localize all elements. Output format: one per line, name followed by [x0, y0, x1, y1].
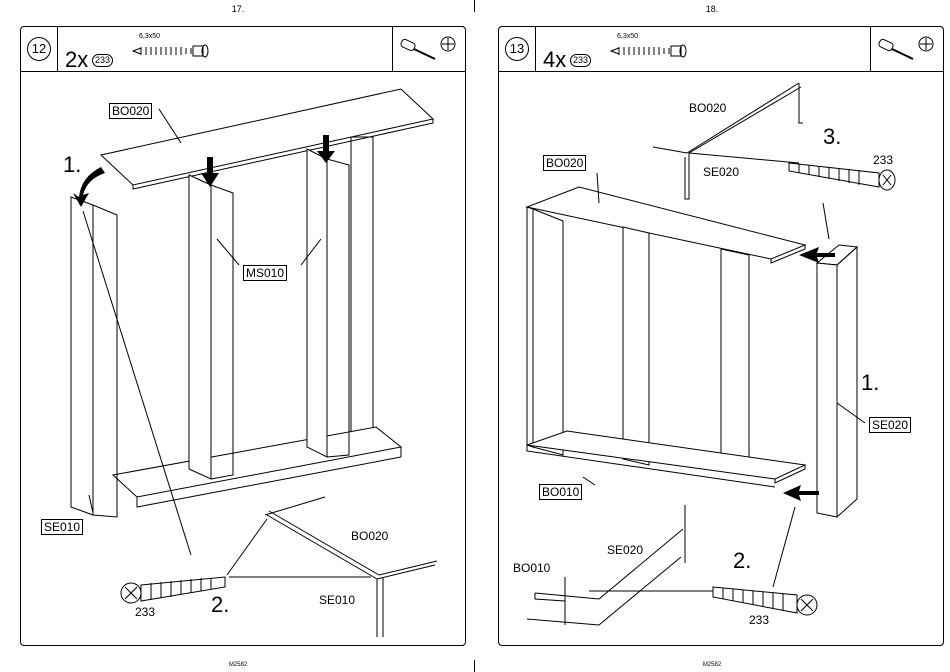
base-board-shape	[527, 431, 805, 479]
label-side-panel: SE020	[869, 417, 911, 433]
label-top-detail-screw: 233	[873, 153, 893, 167]
label-top-detail-side: SE020	[703, 165, 739, 179]
divider-right-shape	[721, 249, 749, 475]
label-detail-screw: 233	[135, 605, 155, 619]
trim-mark-bottom	[474, 660, 475, 672]
trim-mark-top	[474, 0, 475, 12]
divider-left-shape	[623, 227, 649, 465]
callout-step-1: 1.	[63, 153, 81, 177]
label-detail-board: BO020	[351, 529, 388, 543]
assembly-illustration	[499, 27, 943, 645]
footer-right: M2582	[682, 662, 742, 668]
label-bottom-detail-screw: 233	[749, 613, 769, 627]
page-number-left: 17.	[208, 4, 268, 14]
label-top-detail-board: BO020	[689, 101, 726, 115]
instruction-panel-step-12: 12 2x 233 6,3x50	[20, 26, 466, 646]
label-dividers: MS010	[243, 265, 287, 281]
callout-step-1: 1.	[861, 371, 879, 395]
base-board-shape	[113, 427, 401, 497]
side-panel-shape	[71, 197, 93, 515]
label-bottom-detail-side: SE020	[607, 543, 643, 557]
callout-step-2: 2.	[211, 593, 229, 617]
divider-left-shape	[189, 175, 211, 479]
page-number-right: 18.	[682, 4, 742, 14]
label-side-panel: SE010	[41, 519, 83, 535]
footer-left: M2582	[208, 662, 268, 668]
callout-step-3: 3.	[823, 125, 841, 149]
divider-right-shape	[307, 149, 327, 457]
assembly-illustration	[21, 27, 465, 645]
label-detail-side: SE010	[319, 593, 355, 607]
label-top-board: BO020	[109, 103, 152, 119]
label-top-board: BO020	[543, 155, 586, 171]
label-bottom-board: BO010	[539, 484, 582, 500]
callout-step-2: 2.	[733, 549, 751, 573]
label-bottom-detail-board: BO010	[513, 561, 550, 575]
top-board-shape	[527, 187, 805, 259]
instruction-panel-step-13: 13 4x 233 6,3x50	[498, 26, 944, 646]
